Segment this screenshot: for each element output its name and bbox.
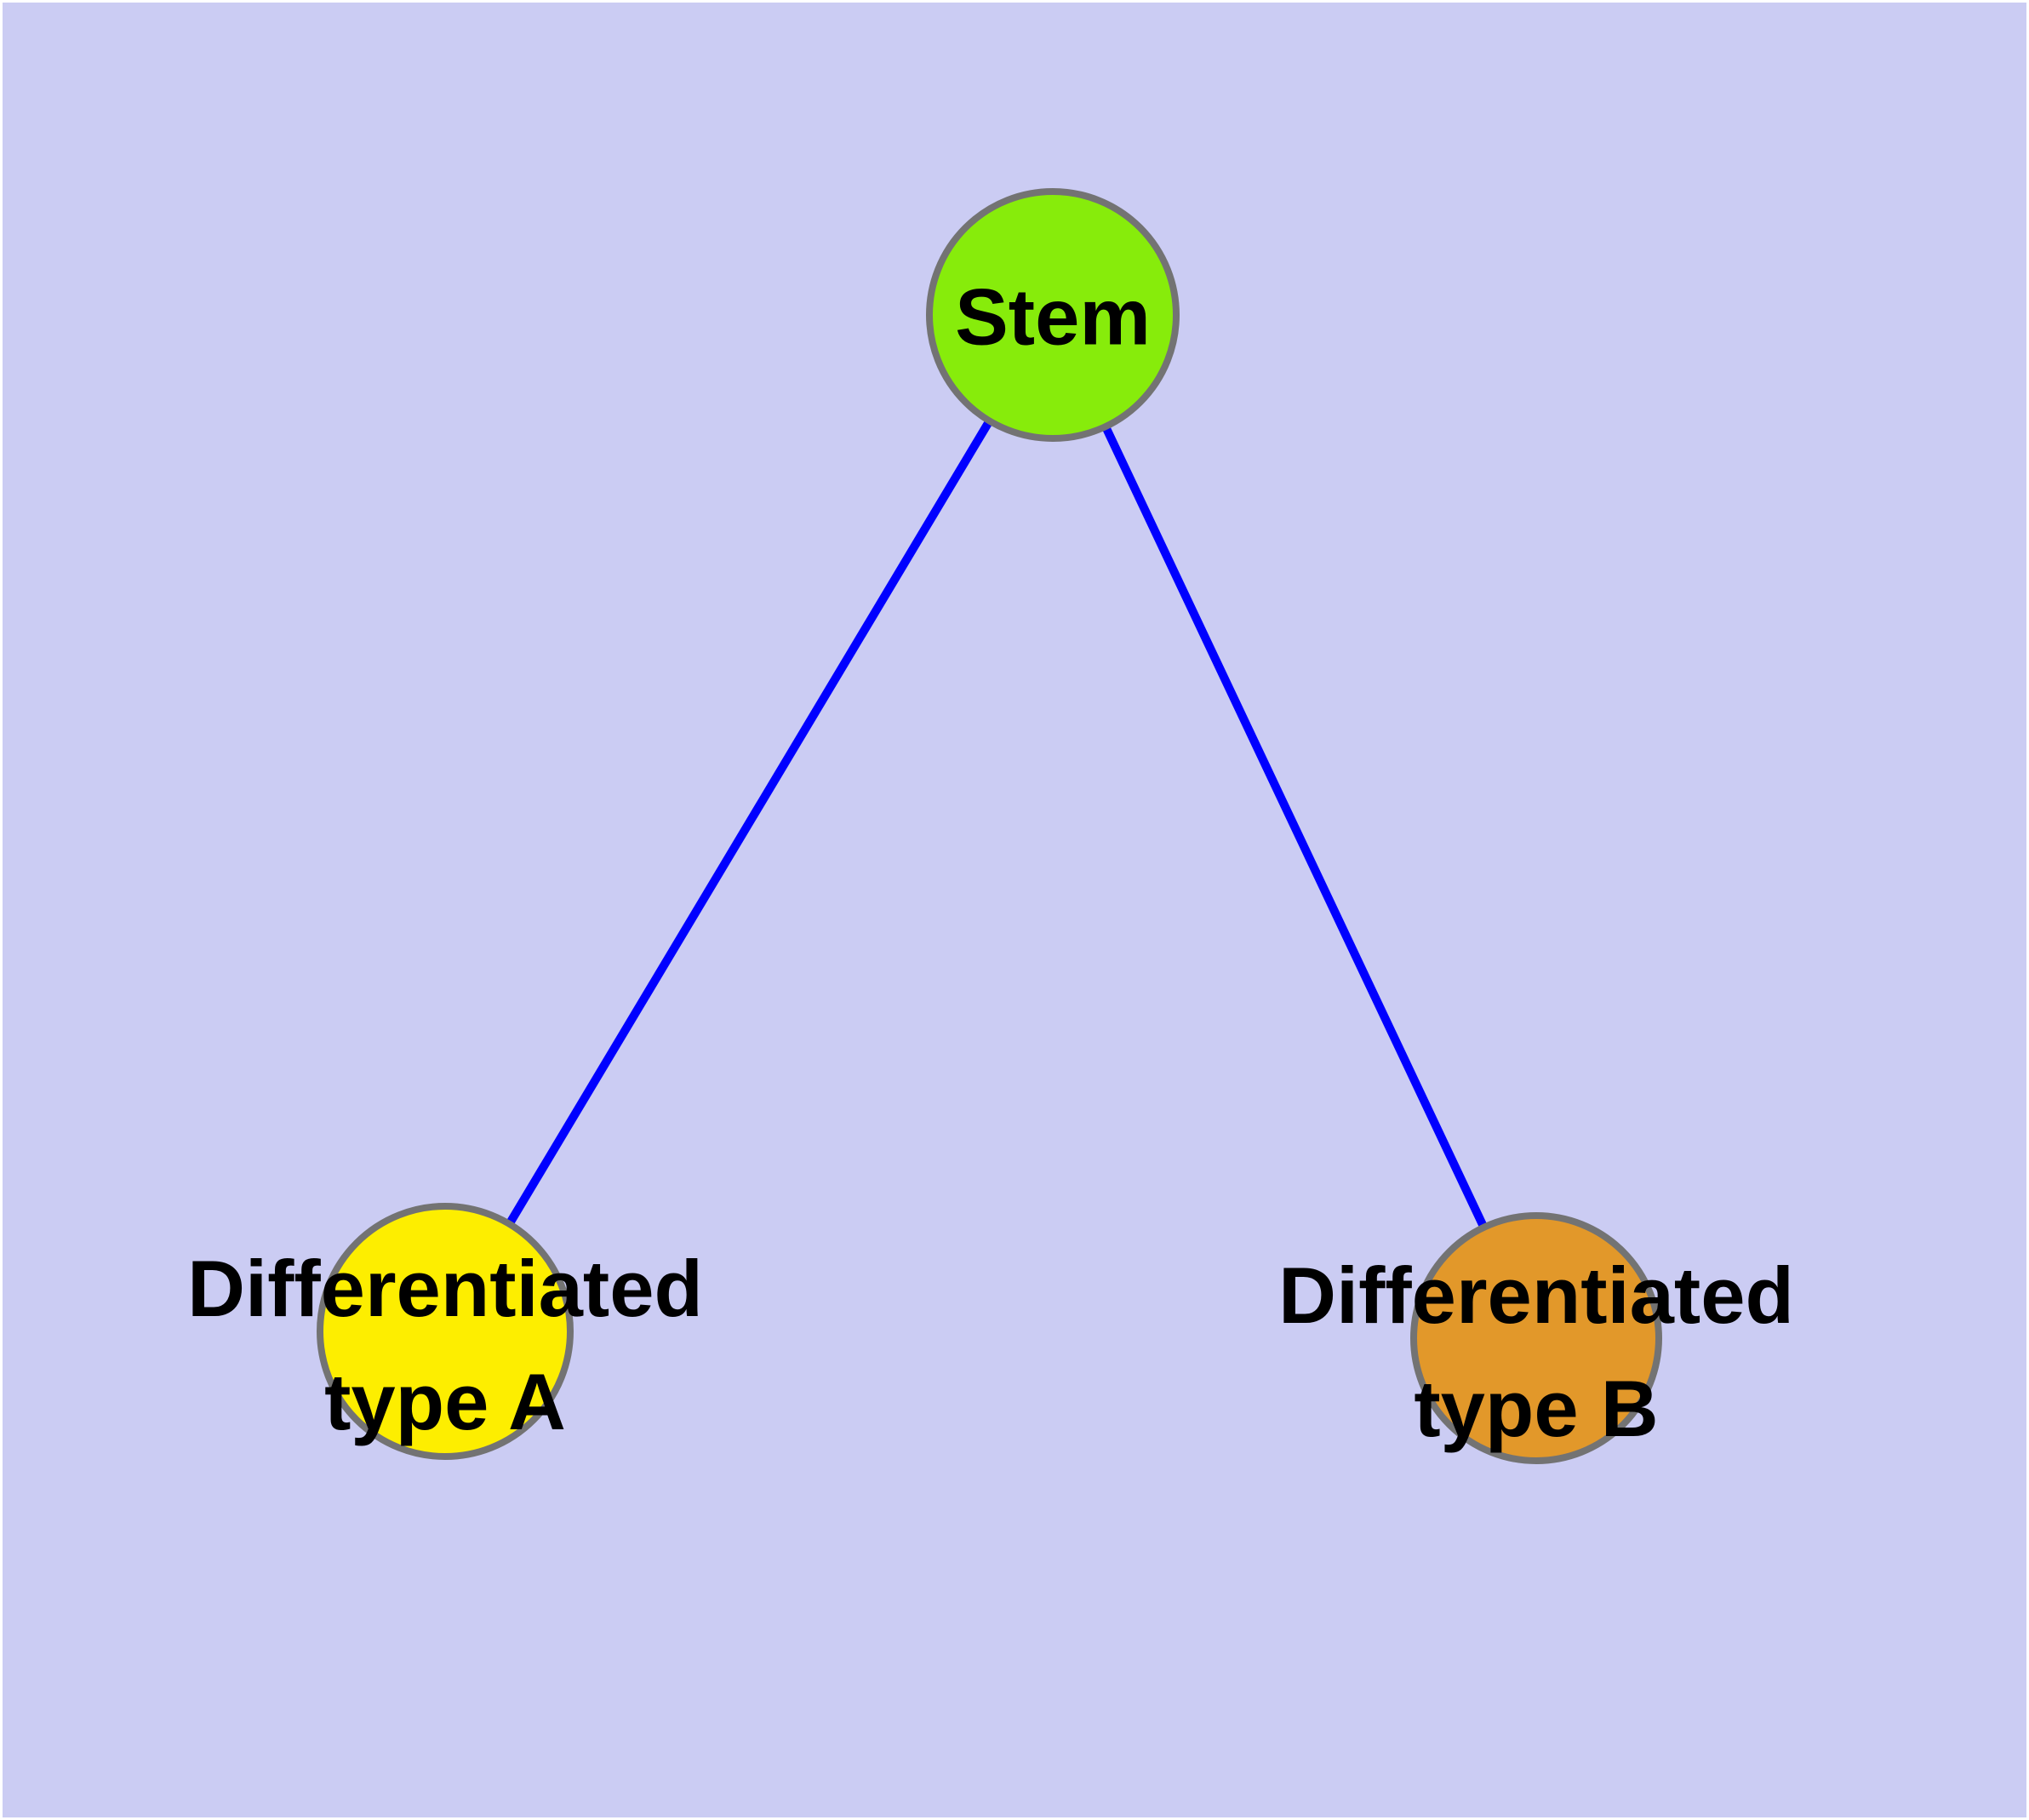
node-differentiated-type-a — [317, 1203, 574, 1460]
edge-stem-to-type-a — [441, 312, 1057, 1334]
node-stem-label: Stem — [955, 272, 1151, 362]
label-line-2: type A — [324, 1357, 566, 1446]
edge-layer — [441, 312, 1540, 1341]
diagram-canvas: Stem Differentiated type A Differentiate… — [3, 3, 2026, 1817]
node-differentiated-type-b-label: Differentiated type B — [1278, 1239, 1794, 1465]
label-line-2: type B — [1414, 1364, 1659, 1453]
label-line-1: Differentiated — [187, 1244, 703, 1333]
label-line-1: Differentiated — [1278, 1251, 1794, 1340]
edge-stem-to-type-b — [1049, 312, 1540, 1341]
node-differentiated-type-b — [1410, 1212, 1662, 1464]
node-stem — [926, 188, 1180, 442]
node-differentiated-type-a-label: Differentiated type A — [187, 1232, 703, 1458]
